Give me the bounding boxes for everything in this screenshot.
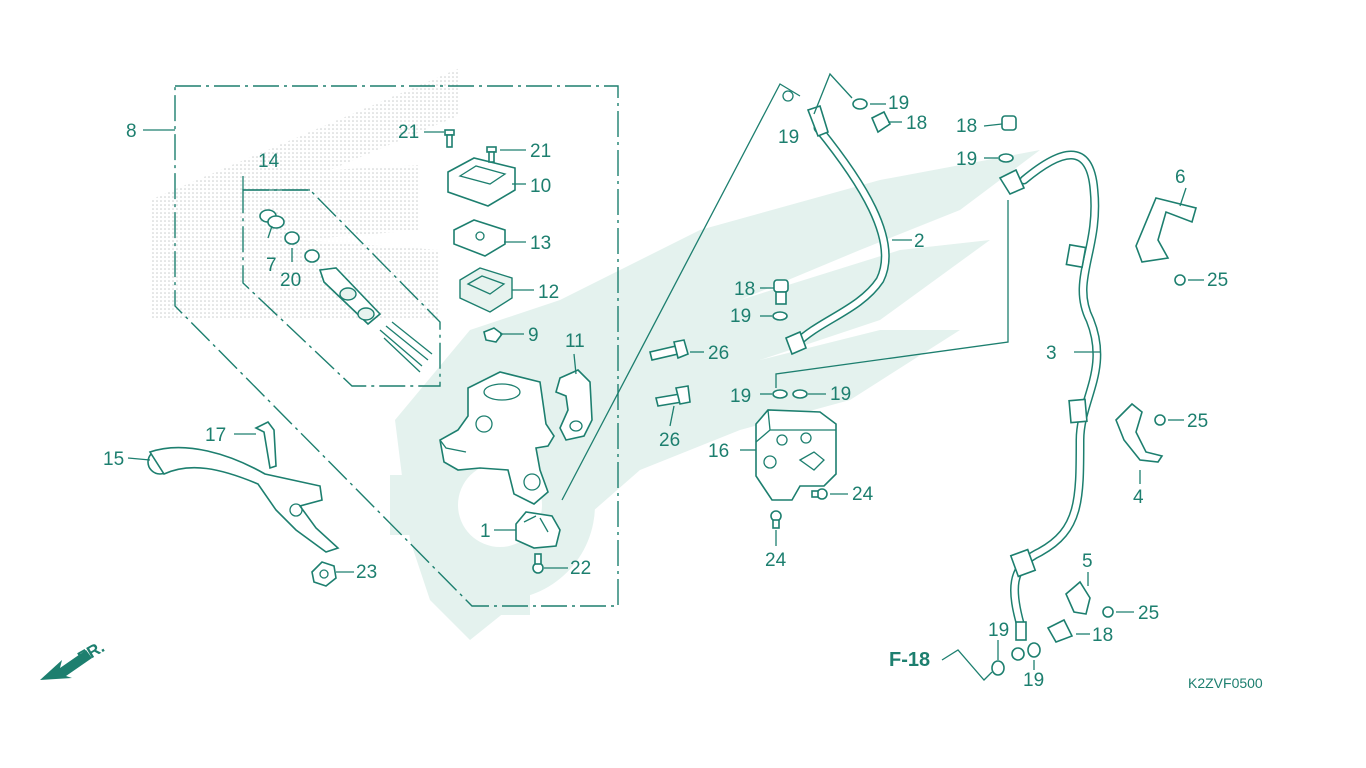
pivot-nut <box>311 561 337 587</box>
callout-6: 6 <box>1175 167 1186 188</box>
banjo-bolt-18-bottom <box>1046 618 1074 643</box>
bolt-26-lower <box>655 385 691 407</box>
reservoir-cap <box>447 157 516 207</box>
callout-10: 10 <box>530 176 551 197</box>
master-cylinder-assembly-outline <box>174 85 619 607</box>
callout-19-modulator-right: 19 <box>830 384 851 405</box>
callout-19-right-column: 19 <box>956 149 977 170</box>
callout-26-lower: 26 <box>659 430 680 451</box>
reservoir-plate <box>453 219 506 257</box>
screw-top-right <box>486 146 497 163</box>
drawing-reference-code: K2ZVF0500 <box>1188 675 1263 691</box>
callout-25-bottom: 25 <box>1138 603 1159 624</box>
callout-19-modulator-left: 19 <box>730 386 751 407</box>
callout-12: 12 <box>538 282 559 303</box>
banjo-bolt-18-top-center <box>870 110 892 134</box>
stay-bolt-25-bottom <box>1102 606 1114 618</box>
leader-lines <box>127 72 1204 681</box>
master-cylinder-body <box>439 371 555 505</box>
banjo-bolt-18-top-right <box>1001 115 1017 131</box>
callout-21-right: 21 <box>530 141 551 162</box>
callout-15: 15 <box>103 449 124 470</box>
callout-18-top-center: 18 <box>906 113 927 134</box>
callout-19-bottom-left: 19 <box>988 620 1009 641</box>
section-reference[interactable]: F-18 <box>889 649 930 671</box>
callout-5: 5 <box>1082 551 1093 572</box>
callout-26-upper: 26 <box>708 343 729 364</box>
sealing-washers <box>772 98 1041 676</box>
callout-2: 2 <box>914 231 925 252</box>
callout-16: 16 <box>708 441 729 462</box>
callout-18-bottom: 18 <box>1092 625 1113 646</box>
brake-light-switch <box>515 511 561 549</box>
callout-20: 20 <box>280 270 301 291</box>
callout-25-top: 25 <box>1207 270 1228 291</box>
callout-25-middle: 25 <box>1187 411 1208 432</box>
callout-11: 11 <box>565 331 585 352</box>
callout-23: 23 <box>356 562 377 583</box>
callout-24-bottom: 24 <box>765 550 787 571</box>
callout-24-side: 24 <box>852 484 874 505</box>
callout-21-left: 21 <box>398 122 419 143</box>
callout-22: 22 <box>570 558 591 579</box>
callout-18-top-right: 18 <box>956 116 977 137</box>
hose-stay-top <box>1135 197 1197 263</box>
callout-labels: 1 2 3 4 5 6 7 8 9 10 11 12 13 14 15 16 1… <box>103 93 1228 691</box>
callout-19-upper-left: 19 <box>778 127 799 148</box>
callout-19-bottom-right: 19 <box>1023 670 1044 691</box>
upper-brake-hose <box>782 90 890 356</box>
diaphragm <box>459 267 513 313</box>
dotted-brand-watermark <box>150 68 460 320</box>
callout-8: 8 <box>126 121 137 142</box>
hose-stay-bottom <box>1065 580 1091 615</box>
stay-bolt-25-top <box>1174 274 1186 286</box>
callout-17: 17 <box>205 425 226 446</box>
bolt-26-upper <box>649 339 689 361</box>
callout-1: 1 <box>480 521 491 542</box>
piston-set-outline <box>242 189 441 387</box>
lower-brake-hose <box>998 150 1102 661</box>
banjo-bolt-18-middle <box>773 279 789 305</box>
abs-modulator <box>755 409 837 501</box>
hose-stay-middle <box>1115 402 1164 463</box>
callout-19-middle: 19 <box>730 306 751 327</box>
lever-pivot-bolt <box>254 420 277 470</box>
brake-lever <box>147 446 340 553</box>
bolt-24-side <box>811 488 828 500</box>
switch-screw <box>532 553 544 574</box>
callout-4: 4 <box>1133 487 1144 508</box>
screw-top-left <box>444 129 455 148</box>
callout-19-upper-right: 19 <box>888 93 909 114</box>
stay-bolt-25-middle <box>1154 414 1166 426</box>
callout-3: 3 <box>1046 343 1057 364</box>
bolt-24-bottom <box>770 510 782 529</box>
callout-7: 7 <box>266 255 277 276</box>
callout-9: 9 <box>528 325 539 346</box>
front-direction-arrow-icon: FR. <box>40 637 108 680</box>
piston-set <box>259 209 433 373</box>
callout-14: 14 <box>258 151 280 172</box>
boot-clip <box>483 327 504 343</box>
callout-13: 13 <box>530 233 551 254</box>
holder <box>555 369 593 441</box>
callout-18-middle: 18 <box>734 279 755 300</box>
